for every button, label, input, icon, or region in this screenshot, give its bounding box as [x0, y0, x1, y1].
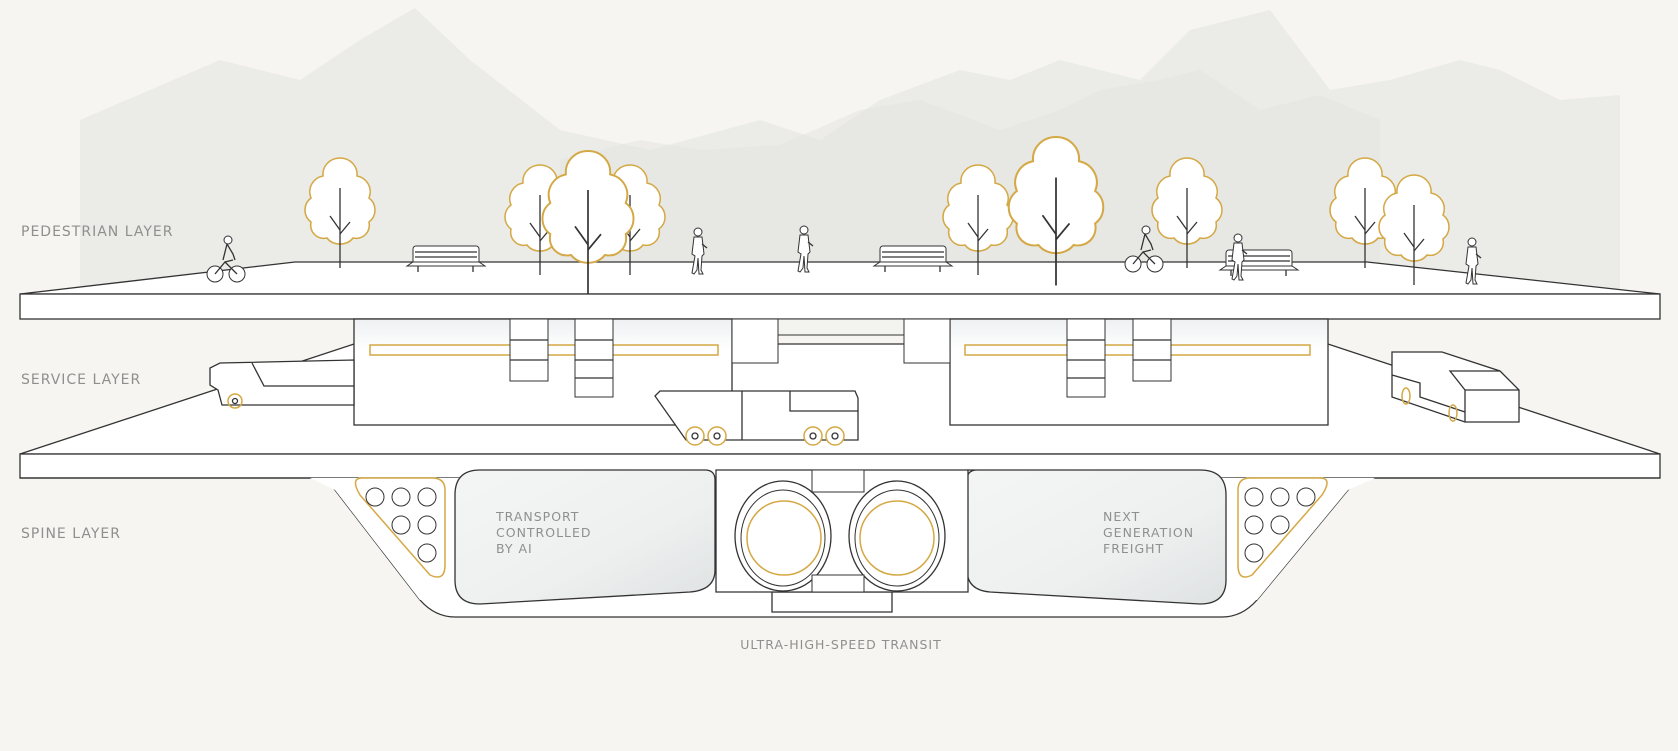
- autonomous-shuttle-icon: [209, 359, 355, 409]
- hyperloop-caption: ULTRA-HIGH-SPEED TRANSIT: [740, 637, 942, 652]
- ai-tube-label-line2: CONTROLLED: [496, 525, 592, 540]
- van-icon: [1391, 351, 1520, 423]
- support-column-icon: [509, 318, 1172, 398]
- hyperloop-tube-icon: [715, 469, 969, 613]
- utility-conduit-icon: [1237, 477, 1328, 578]
- spine-layer-label: SPINE LAYER: [21, 526, 121, 542]
- service-layer-label: SERVICE LAYER: [21, 372, 141, 388]
- freight-tube-label-line1: NEXT: [1103, 509, 1140, 524]
- freight-tube-label-line2: GENERATION: [1103, 525, 1194, 540]
- ai-transport-tube: [454, 469, 716, 605]
- pedestrian-layer-label: PEDESTRIAN LAYER: [21, 224, 173, 240]
- utility-conduit-icon: [354, 477, 446, 578]
- freight-tube-label-line3: FREIGHT: [1103, 541, 1164, 556]
- ai-tube-label-line1: TRANSPORT: [495, 509, 579, 524]
- ai-tube-label-line3: BY AI: [496, 541, 533, 556]
- pedestrian-deck-slab: [19, 293, 1661, 320]
- delivery-truck-icon: [654, 390, 859, 446]
